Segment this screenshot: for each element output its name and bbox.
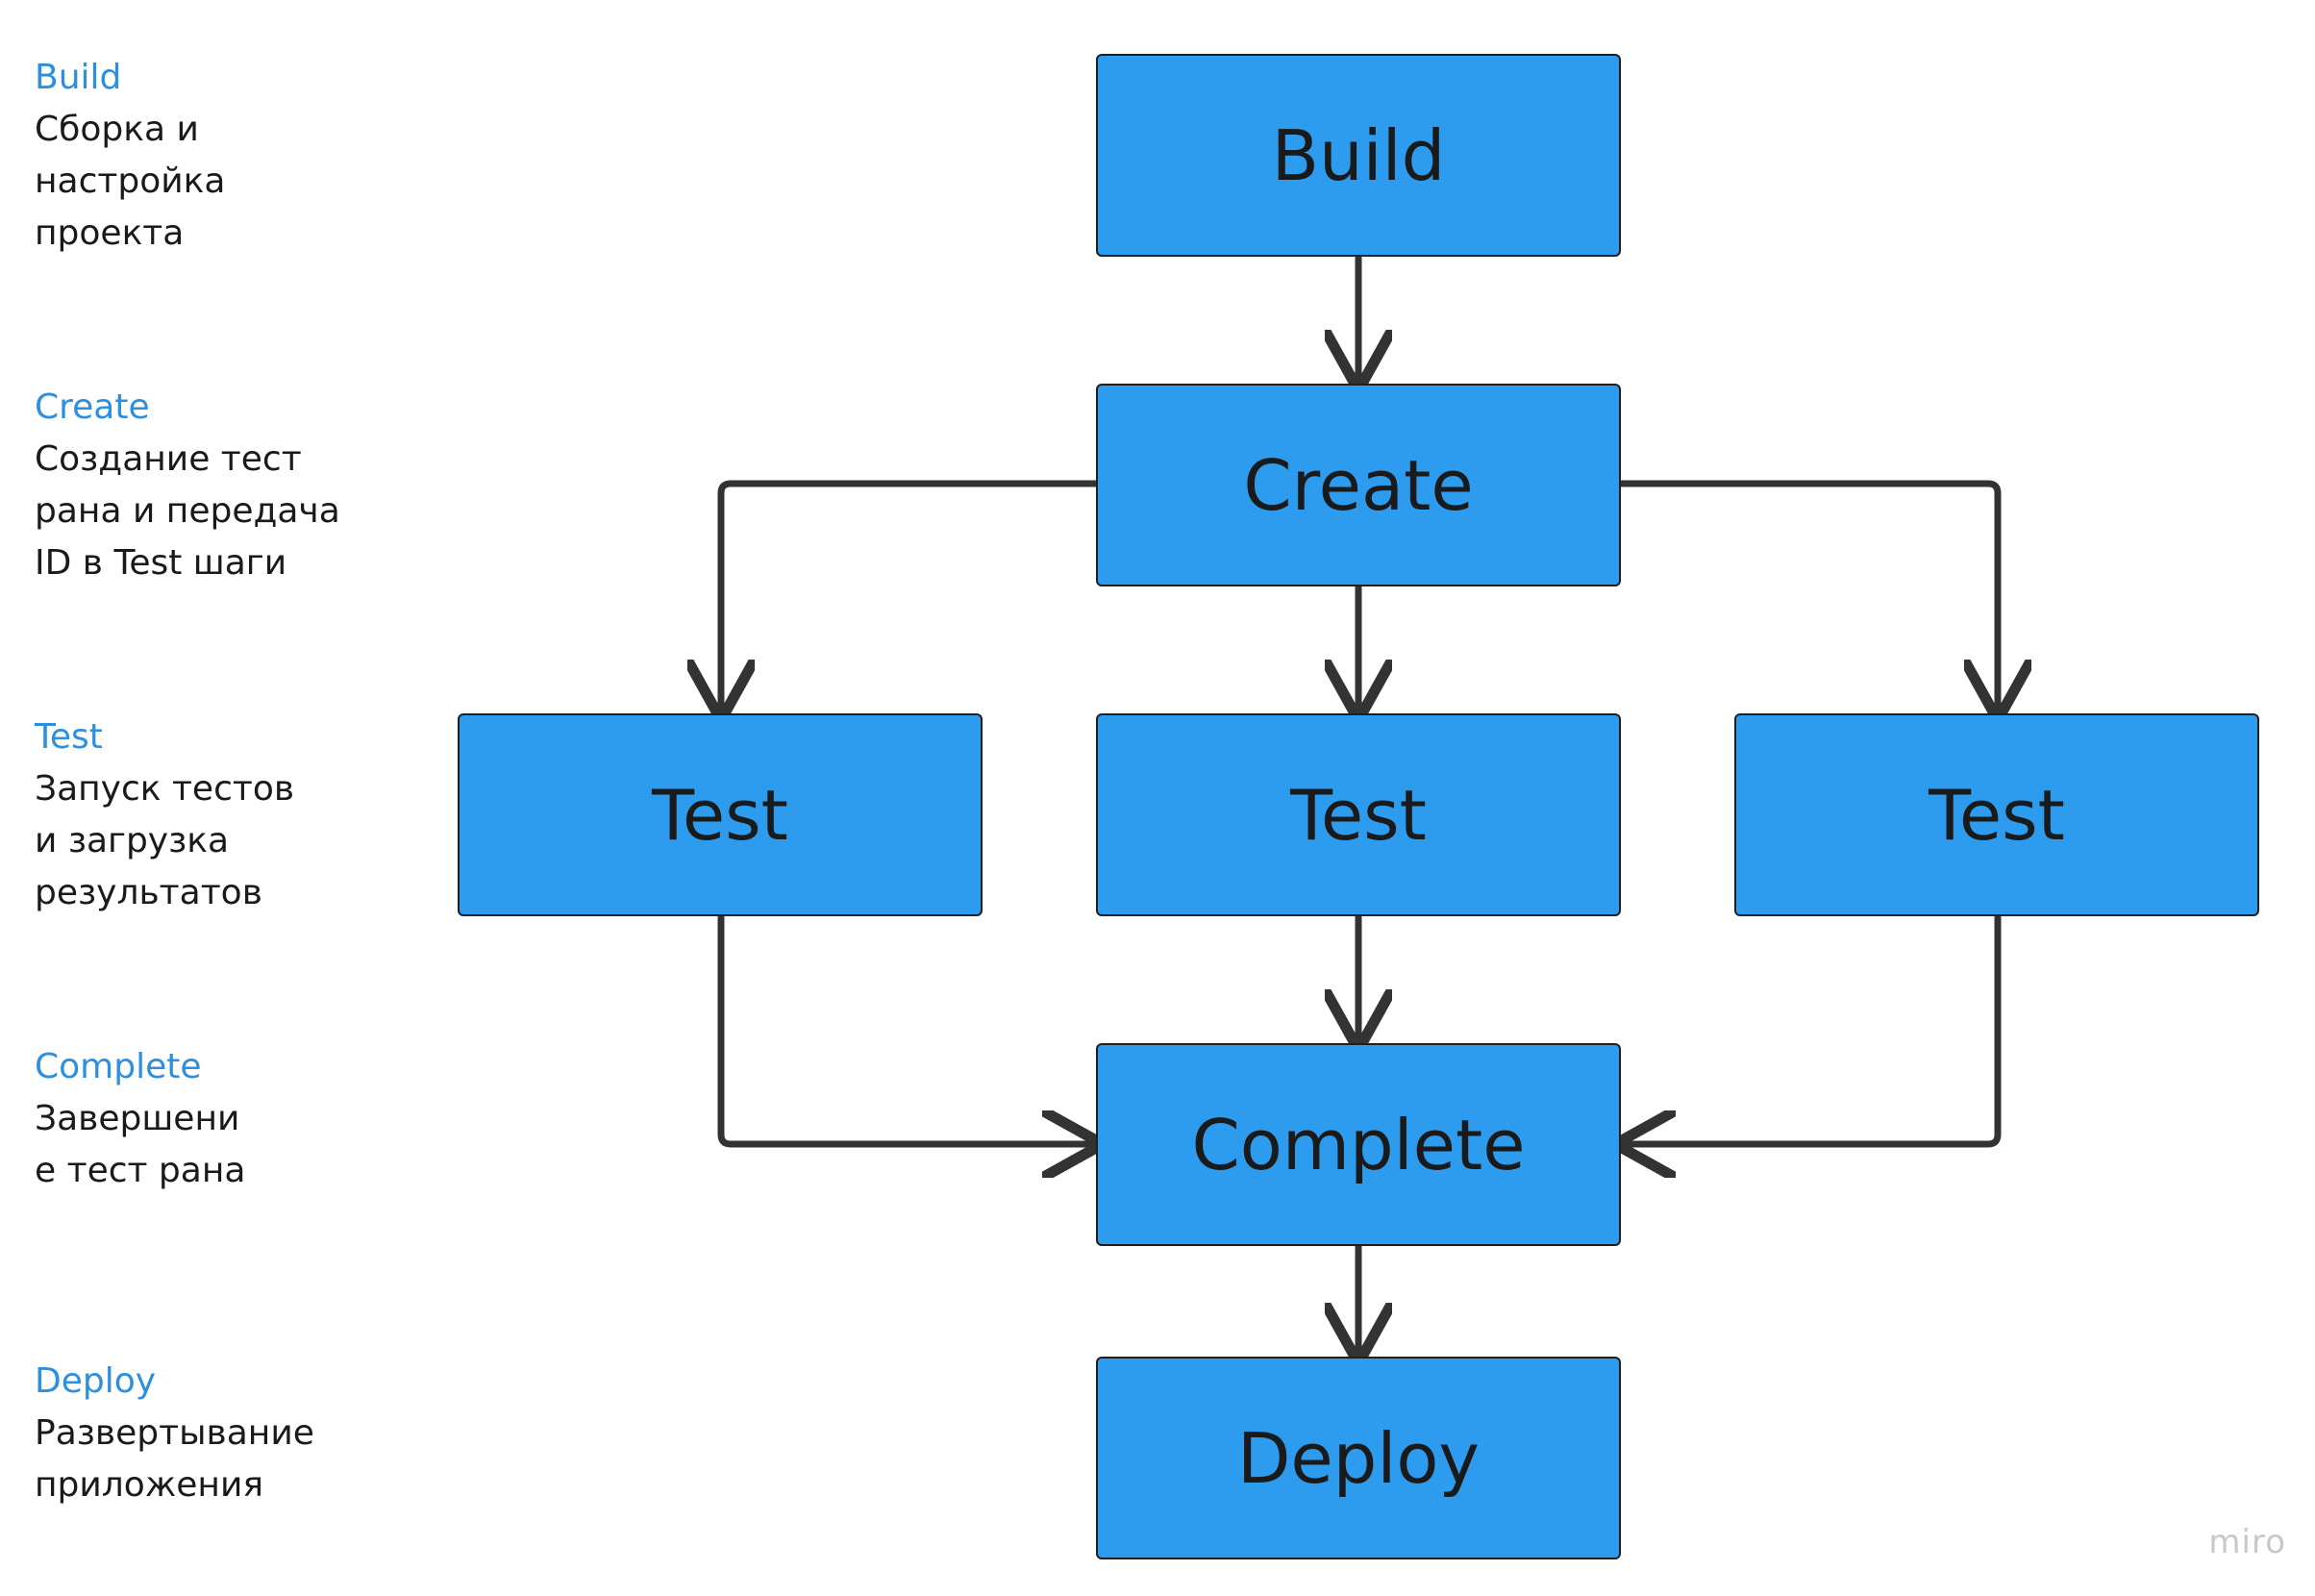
node-create: Create xyxy=(1096,384,1621,586)
node-complete: Complete xyxy=(1096,1043,1621,1246)
legend-title-complete: Complete xyxy=(35,1047,202,1086)
node-complete-label: Complete xyxy=(1191,1104,1526,1185)
arrow-create-to-test-left xyxy=(721,480,1100,707)
node-build-label: Build xyxy=(1271,114,1446,196)
arrow-test-left-to-complete xyxy=(717,913,1089,1144)
node-test-left-label: Test xyxy=(652,774,788,856)
legend-text-line: и загрузка xyxy=(35,821,230,860)
legend-test: Test Запуск тестов и загрузка результато… xyxy=(35,711,352,919)
node-deploy: Deploy xyxy=(1096,1357,1621,1559)
node-test-center-label: Test xyxy=(1290,774,1427,856)
legend-text-line: Запуск тестов xyxy=(35,769,295,809)
legend-title-create: Create xyxy=(35,387,150,427)
legend-title-build: Build xyxy=(35,58,122,97)
legend-text-line: результатов xyxy=(35,873,262,912)
arrow-create-to-test-right xyxy=(1618,480,1998,707)
node-test-left: Test xyxy=(458,713,983,916)
legend-deploy: Deploy Развертывание приложения xyxy=(35,1356,352,1511)
legend-text-line: приложения xyxy=(35,1465,263,1505)
node-test-center: Test xyxy=(1096,713,1621,916)
legend-text-line: Завершени xyxy=(35,1099,240,1138)
legend-text-line: е тест рана xyxy=(35,1151,246,1190)
node-test-right-label: Test xyxy=(1929,774,2065,856)
legend-text-line: рана и передача xyxy=(35,491,340,531)
legend-build: Build Сборка и настройка проекта xyxy=(35,52,352,260)
legend-text-line: Создание тест xyxy=(35,439,302,479)
legend-title-test: Test xyxy=(35,717,103,757)
legend-text-line: Развертывание xyxy=(35,1413,314,1453)
legend-create: Create Создание тест рана и передача ID … xyxy=(35,382,352,589)
legend-text-line: настройка xyxy=(35,162,226,201)
legend-text-line: ID в Test шаги xyxy=(35,543,287,583)
arrow-test-right-to-complete xyxy=(1629,913,2002,1144)
node-test-right: Test xyxy=(1734,713,2259,916)
legend-complete: Complete Завершени е тест рана xyxy=(35,1041,352,1197)
legend-title-deploy: Deploy xyxy=(35,1361,157,1401)
node-deploy-label: Deploy xyxy=(1236,1417,1481,1499)
node-create-label: Create xyxy=(1243,444,1474,526)
miro-watermark: miro xyxy=(2208,1523,2286,1561)
legend-text-line: проекта xyxy=(35,213,185,253)
node-build: Build xyxy=(1096,54,1621,257)
legend-text-line: Сборка и xyxy=(35,110,199,149)
